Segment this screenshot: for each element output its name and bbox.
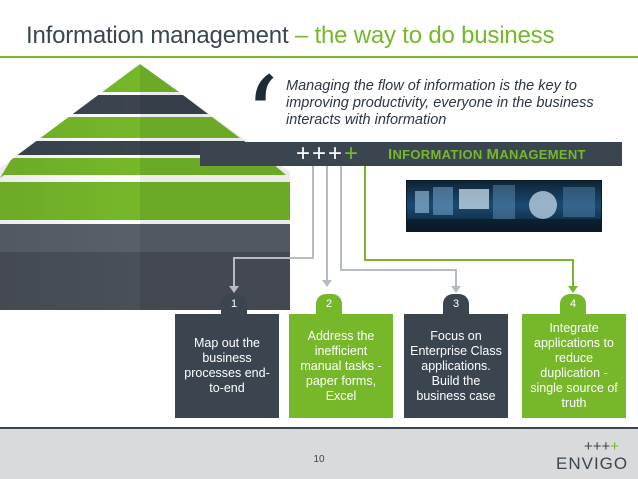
title-main: Information management [26,22,289,49]
envigo-logo: ENVIGO [556,454,629,473]
data-center-image [406,180,602,232]
quote-text: Managing the flow of information is the … [286,78,594,128]
step-4-card: Integrate applications to reduce duplica… [522,314,626,418]
step-4-text: Integrate applications to reduce duplica… [530,321,618,410]
section-label: INFORMATION MANAGEMENT [388,146,586,163]
plus-white: +++ [296,140,345,167]
title-accent: – the way to do business [294,22,555,49]
step-2-badge: 2 [316,294,342,314]
page-title: Information management – the way to do b… [26,22,554,50]
title-divider [0,56,638,58]
step-4-badge: 4 [560,294,586,314]
step-1-card: Map out the business processes end-to-en… [175,314,279,418]
step-3-badge: 3 [443,294,469,314]
step-1-badge: 1 [221,294,247,314]
step-2-text: Address the inefficient manual tasks - p… [300,328,382,403]
step-1-text: Map out the business processes end-to-en… [184,336,270,395]
logo-plus-symbols: ++++ [584,438,620,455]
step-2-card: Address the inefficient manual tasks - p… [289,314,393,418]
information-management-band: ++++ INFORMATION MANAGEMENT [200,142,622,166]
step-3-text: Focus on Enterprise Class applications. … [410,328,502,403]
footer [0,429,638,479]
plus-green: + [344,140,361,167]
page-number: 10 [313,454,325,465]
plus-symbols: ++++ [296,142,360,166]
step-3-card: Focus on Enterprise Class applications. … [404,314,508,418]
footer-divider [0,427,638,429]
